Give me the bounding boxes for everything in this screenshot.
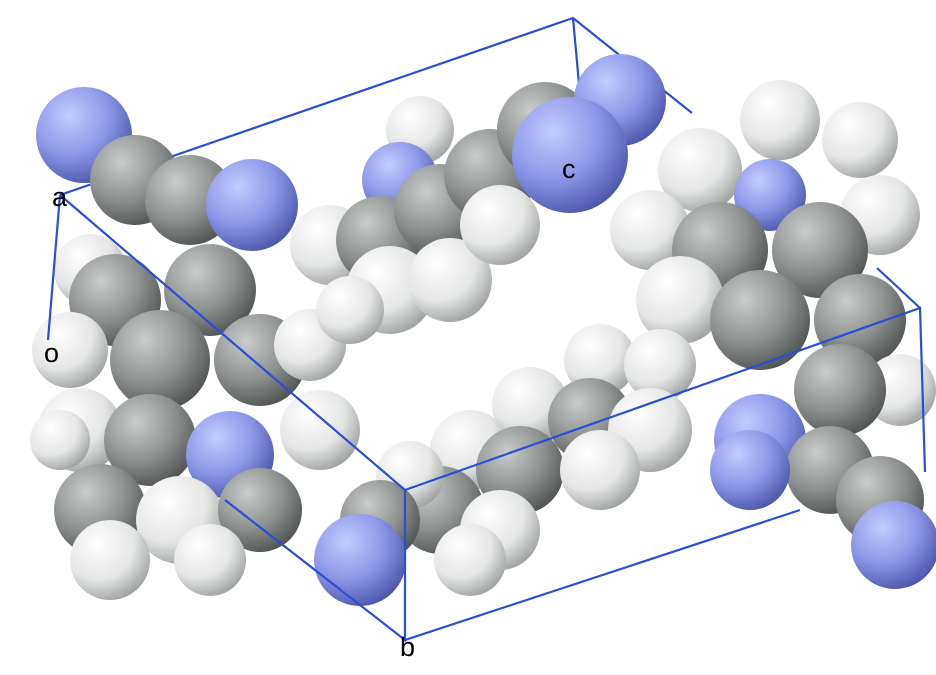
axis-label-o: o [44, 338, 59, 368]
molecule-left [30, 87, 360, 600]
molecule-top-center [290, 54, 666, 344]
axis-label-c: c [562, 154, 576, 184]
molecule-right [610, 80, 936, 589]
unit-cell-front-edges [46, 194, 927, 643]
axis-label-b: b [400, 632, 415, 662]
axis-label-a: a [52, 182, 68, 212]
molecule-bottom-center [314, 324, 696, 606]
